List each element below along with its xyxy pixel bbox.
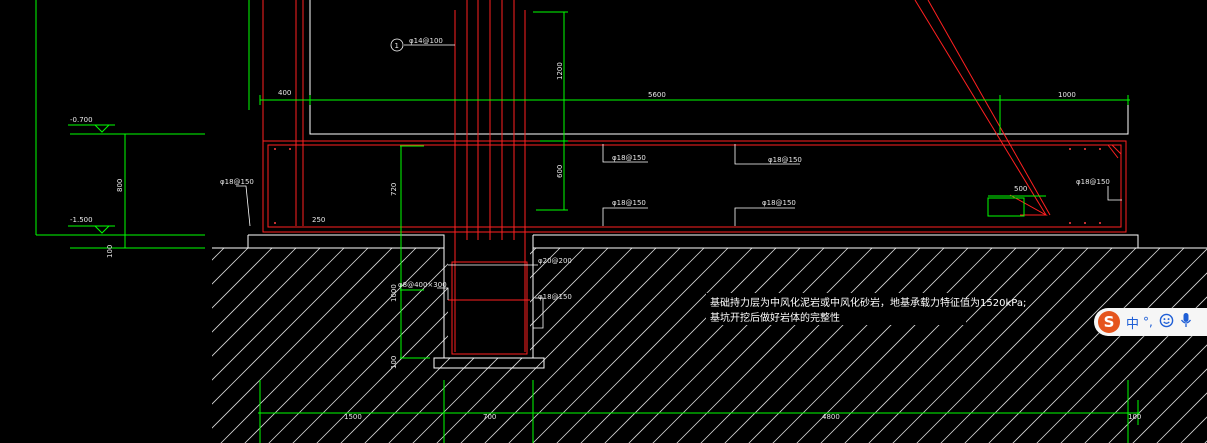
- ime-toolbar[interactable]: S 中 °,: [1094, 308, 1207, 336]
- note-line-2: 基坑开挖后做好岩体的完整性: [710, 311, 840, 324]
- rebar-label-bottom-mid: φ18@150: [762, 199, 796, 207]
- hatch-line: [212, 248, 369, 443]
- hatch-line: [695, 248, 897, 443]
- soil-hatch: [0, 248, 1207, 443]
- hatch-line: [215, 248, 417, 443]
- hatch-line: [959, 248, 1161, 443]
- hatch-line: [1103, 248, 1207, 443]
- concrete-outline: [212, 0, 1207, 369]
- dim-top-1000: 1000: [1058, 91, 1076, 99]
- dim-left-720: 720: [390, 183, 398, 196]
- rebar-label-left-end: φ18@150: [220, 178, 254, 186]
- hatch-line: [431, 248, 633, 443]
- dim-500: 500: [1014, 185, 1027, 193]
- dim-left-100: 100: [106, 245, 114, 258]
- hatch-line: [863, 248, 1065, 443]
- dim-bottom-1500: 1500: [344, 413, 362, 421]
- hatch-line: [263, 248, 465, 443]
- smiley-icon[interactable]: [1159, 313, 1174, 332]
- rebar-label-top-left: φ18@150: [612, 154, 646, 162]
- hatch-line: [1031, 248, 1207, 443]
- dim-pit-100: 100: [390, 356, 398, 369]
- rebar-label-bottom-left: φ18@150: [612, 199, 646, 207]
- ime-logo[interactable]: S: [1098, 311, 1120, 333]
- elevation-top: -0.700: [70, 116, 93, 124]
- hatch-line: [743, 248, 945, 443]
- hatch-line: [839, 248, 1041, 443]
- callout-mark: 1: [395, 42, 399, 50]
- hatch-line: [911, 248, 1113, 443]
- dim-bottom-4800: 4800: [822, 413, 840, 421]
- hatch-line: [599, 248, 801, 443]
- hatch-line: [719, 248, 921, 443]
- hatch-line: [212, 248, 249, 443]
- ime-mode-toggle[interactable]: 中: [1126, 316, 1140, 332]
- hatch-line: [212, 248, 225, 443]
- callout-circle: [390, 38, 404, 52]
- hatch-line: [647, 248, 849, 443]
- dim-top-400: 400: [278, 89, 291, 97]
- note-backdrop: [706, 293, 966, 325]
- hatch-line: [623, 248, 825, 443]
- elevation-bottom: -1.500: [70, 216, 93, 224]
- hatch-line: [575, 248, 777, 443]
- dimension-lines: [35, 0, 1140, 443]
- leader-lines: [236, 44, 1122, 329]
- microphone-icon[interactable]: [1180, 312, 1192, 332]
- hatch-line: [551, 248, 753, 443]
- dim-pit-1000: 1000: [390, 284, 398, 302]
- hatch-line: [0, 248, 200, 443]
- rebar-label-pit-side: φ18@150: [538, 293, 572, 301]
- hatch-line: [212, 248, 321, 443]
- hatch-line: [815, 248, 1017, 443]
- hatch-line: [212, 248, 393, 443]
- hatch-line: [1007, 248, 1207, 443]
- dim-250: 250: [312, 216, 325, 224]
- hatch-line: [671, 248, 873, 443]
- hatch-line: [767, 248, 969, 443]
- hatch-line: [887, 248, 1089, 443]
- dim-column-600: 600: [556, 165, 564, 178]
- hatch-line: [1079, 248, 1207, 443]
- hatch-line: [239, 248, 441, 443]
- dim-top-5600: 5600: [648, 91, 666, 99]
- rebar-dots: [274, 148, 1101, 224]
- hatch-line: [1055, 248, 1207, 443]
- dim-bottom-700: 700: [483, 413, 496, 421]
- ime-punctuation-toggle[interactable]: °,: [1143, 315, 1153, 329]
- rebar-label-pit-top: φ20@200: [538, 257, 572, 265]
- hatch-line: [503, 248, 705, 443]
- hatch-line: [212, 248, 345, 443]
- rebar-group: [262, 0, 1127, 355]
- callout-label: φ14@100: [409, 37, 443, 45]
- hatch-line: [455, 248, 657, 443]
- rebar-label-top-mid: φ18@150: [768, 156, 802, 164]
- hatch-line: [527, 248, 729, 443]
- dim-left-800: 800: [116, 179, 124, 192]
- hatch-line: [983, 248, 1185, 443]
- dim-column-1200: 1200: [556, 62, 564, 80]
- rebar-label-right-end: φ18@150: [1076, 178, 1110, 186]
- rebar-label-pit-stirrup: φ8@400×300: [398, 281, 447, 289]
- hatch-line: [791, 248, 993, 443]
- hatch-line: [479, 248, 681, 443]
- hatch-line: [935, 248, 1137, 443]
- hatch-line: [1127, 248, 1207, 443]
- dim-bottom-100: 100: [1128, 413, 1141, 421]
- hatch-line: [212, 248, 297, 443]
- hatch-line: [1151, 248, 1207, 443]
- note-line-1: 基础持力层为中风化泥岩或中风化砂岩，地基承载力特征值为1520kPa;: [710, 296, 1026, 309]
- hatch-line: [212, 248, 273, 443]
